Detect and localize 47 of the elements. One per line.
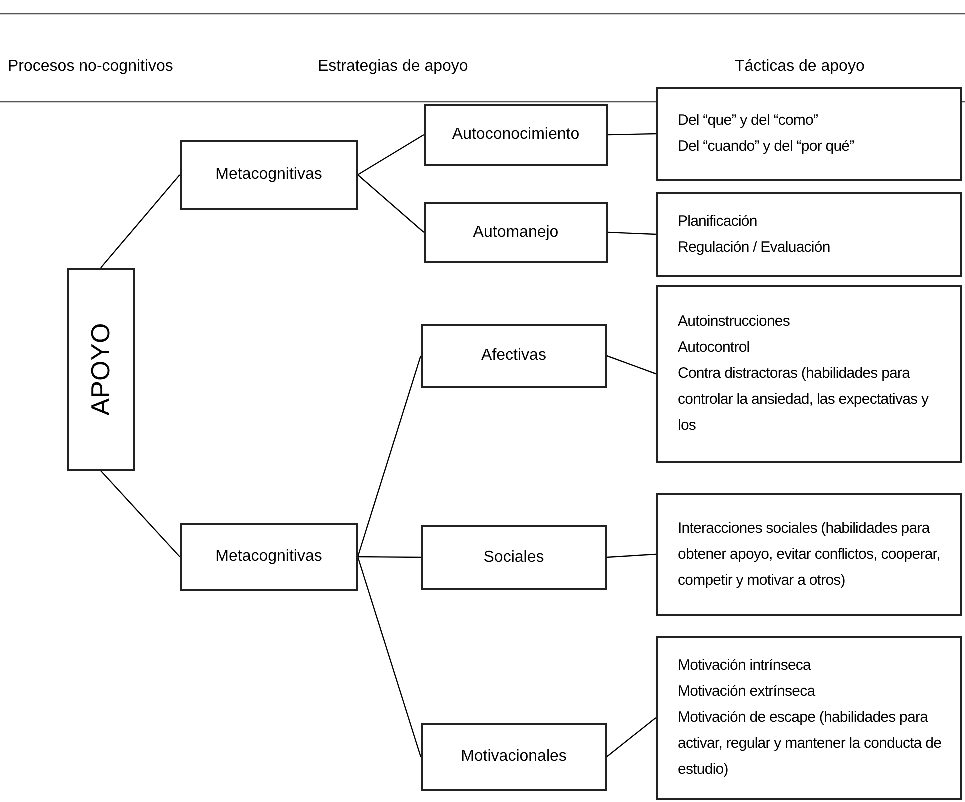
- strategy-box: [421, 324, 607, 388]
- strategy-label: Sociales: [484, 548, 544, 568]
- tactics-box: [656, 285, 962, 463]
- connector-line: [608, 133, 656, 136]
- tactic-text: Del “que” y del “como”: [678, 111, 820, 131]
- tactic-text: Planificación: [678, 212, 758, 232]
- strategy-box: [180, 523, 358, 591]
- tactics-box: [656, 87, 962, 181]
- strategy-box: [424, 202, 608, 263]
- strategy-label: Automanejo: [473, 222, 559, 242]
- strategy-box: [421, 723, 607, 791]
- strategy-box: [421, 525, 607, 590]
- connector-line: [358, 174, 424, 233]
- column-header: Estrategias de apoyo: [318, 57, 468, 77]
- tactic-text: Contra distractoras (habilidades para controlar la ansiedad, las expectativas y los: [678, 364, 930, 436]
- connector-line: [358, 134, 424, 176]
- tactic-text: Motivación de escape (habilidades para activar, regular y mantener la conducta de estudio): [678, 708, 943, 780]
- strategy-label: Metacognitivas: [216, 165, 322, 185]
- strategy-label: Motivacionales: [461, 747, 567, 767]
- connector-line: [608, 232, 656, 236]
- connector-line: [606, 355, 656, 375]
- strategy-box: [424, 104, 608, 166]
- tactic-text: Regulación / Evaluación: [678, 238, 832, 258]
- tactics-box: [656, 192, 962, 277]
- strategy-label: Metacognitivas: [216, 547, 322, 567]
- strategy-label: Autoconocimiento: [452, 125, 580, 145]
- tactic-text: Motivación extrínseca: [678, 682, 817, 702]
- tactic-text: Autocontrol: [678, 338, 751, 358]
- tactic-text: Motivación intrínseca: [678, 656, 812, 676]
- root-label: APOYO: [84, 323, 116, 416]
- connector-line: [358, 556, 421, 558]
- strategy-box: [180, 140, 358, 210]
- connector-line: [100, 174, 180, 268]
- tactic-text: Del “cuando” y del “por qué”: [678, 137, 856, 157]
- connector-line: [606, 554, 656, 558]
- tactic-text: Interacciones sociales (habilidades para obtener apoyo, evitar conflictos, cooperar, competir y motivar a otros): [678, 518, 942, 590]
- connector-line: [100, 470, 180, 558]
- column-header: Procesos no-cognitivos: [8, 57, 174, 77]
- tactic-text: Autoinstrucciones: [678, 312, 792, 332]
- connector-line: [357, 356, 422, 558]
- strategy-label: Afectivas: [482, 346, 546, 366]
- connector-line: [357, 556, 422, 758]
- tactics-box: [656, 636, 962, 800]
- connector-line: [606, 718, 656, 758]
- root-box: [67, 268, 135, 471]
- column-header: Tácticas de apoyo: [735, 57, 865, 77]
- tactics-box: [656, 493, 962, 616]
